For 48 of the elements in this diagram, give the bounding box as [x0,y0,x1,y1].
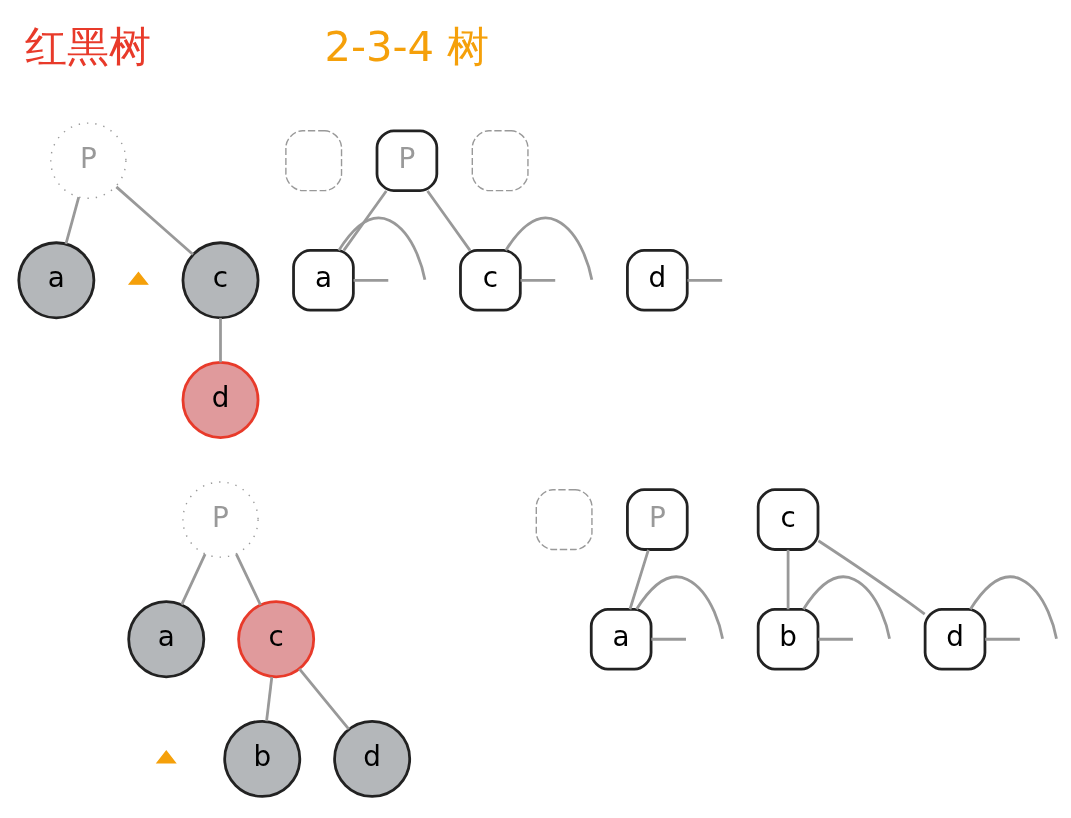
connector [64,196,81,245]
connector [818,637,853,641]
node-box: a [292,249,355,312]
connector [265,676,274,722]
node-box [285,130,343,192]
node-circle: d [333,719,412,798]
node-box [535,489,593,551]
node-circle: c [181,241,260,320]
node-circle: d [181,361,260,439]
connector [426,190,472,252]
connector [219,318,222,363]
connector [337,216,427,281]
node-box: a [589,607,653,671]
node-box: P [375,129,439,192]
node-triangle [155,750,177,764]
connector [235,553,262,606]
node-circle: P [50,122,127,199]
node-circle: P [182,481,259,558]
connector [115,185,194,256]
connector [687,278,723,282]
connector [520,278,556,282]
node-box: P [626,488,689,551]
node-box: c [756,488,820,551]
node-circle: a [17,241,96,320]
node-circle: b [223,719,302,798]
connector [786,549,790,610]
connector [635,575,724,639]
node-box [471,130,529,192]
node-box: c [459,249,522,312]
node-box: d [626,249,689,312]
connector [180,553,207,606]
node-box: b [756,607,820,671]
connector [969,575,1058,639]
connector [342,190,388,252]
label: 2-3-4 树 [324,21,490,71]
node-box: d [923,607,987,671]
connector [353,278,389,282]
connector [985,637,1020,641]
node-circle: a [127,600,206,679]
connector [298,668,350,730]
label: 红黑树 [25,21,152,71]
connector [628,549,650,610]
node-triangle [127,271,149,285]
connector [817,539,926,616]
connector [802,575,891,639]
connector [651,637,686,641]
connector [504,216,594,281]
node-circle: c [237,600,316,679]
